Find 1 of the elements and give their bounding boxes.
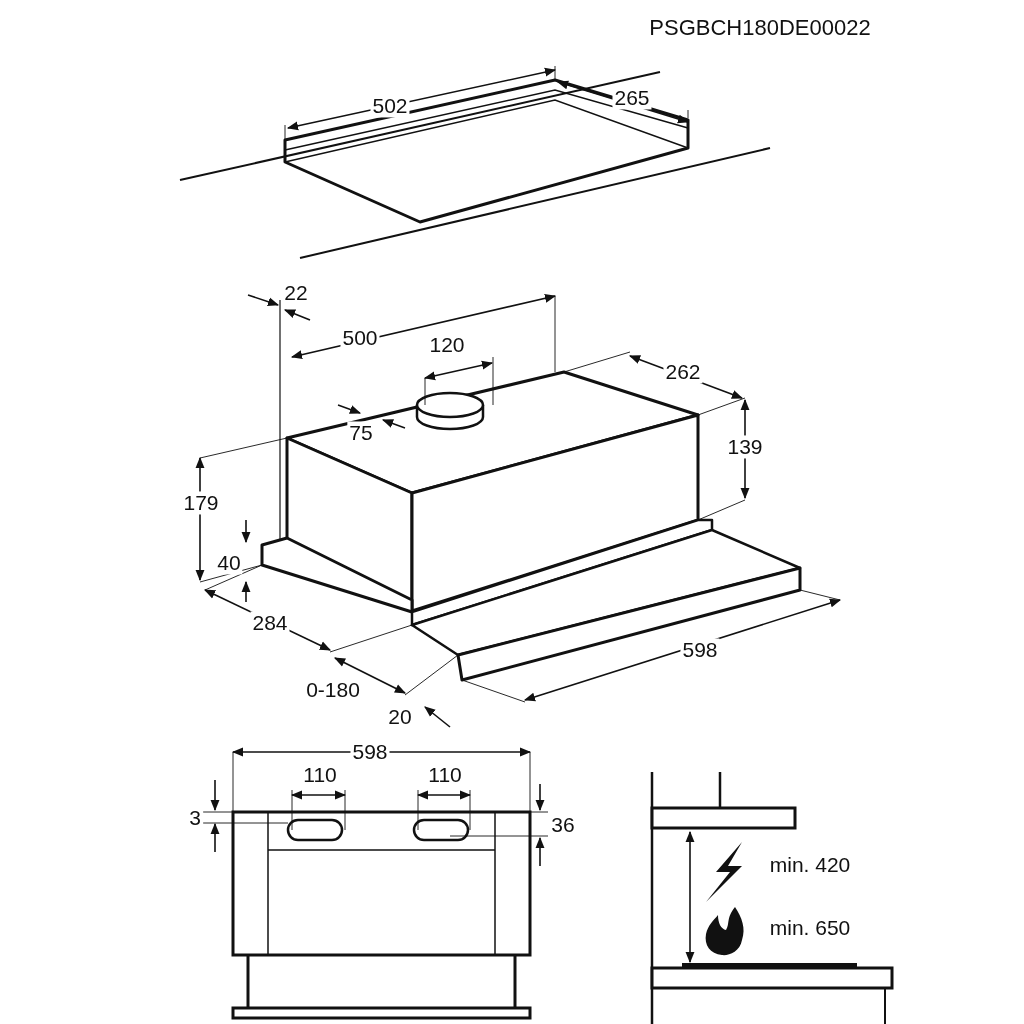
dimension-label: 284 xyxy=(250,611,290,635)
